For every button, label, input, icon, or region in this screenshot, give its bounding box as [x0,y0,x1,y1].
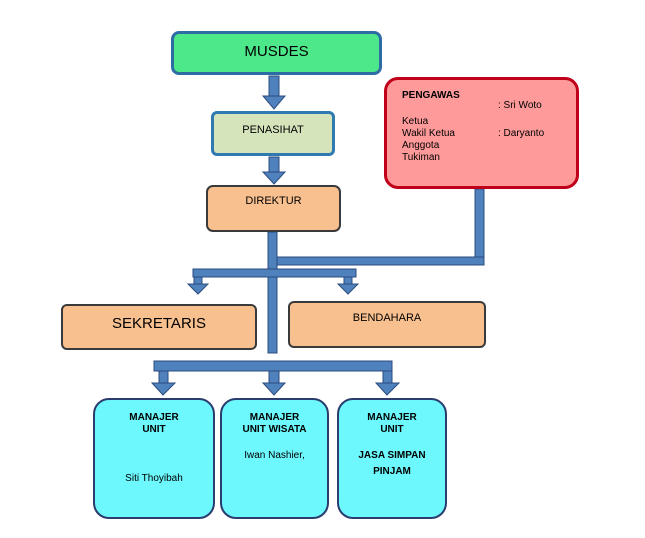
pengawas-title: PENGAWAS [402,90,460,101]
unit-wisata-person: Iwan Nashier, [244,450,305,461]
unit-box: MANAJER UNIT Siti Thoyibah [93,398,215,519]
pengawas-anggota-label: Anggota [402,140,440,151]
penasihat-box: PENASIHAT [211,111,335,156]
pengawas-wakil-label: Wakil Ketua [402,128,455,139]
unit-jasa-title-line2: UNIT [380,424,404,435]
direktur-box: DIREKTUR [206,185,341,232]
pengawas-ketua-label: Ketua [402,116,429,127]
sekretaris-box: SEKRETARIS [61,304,257,350]
sekretaris-label: SEKRETARIS [112,315,206,332]
arrow-penasihat-direktur [261,156,287,185]
pengawas-ketua-name: : Sri Woto [498,100,542,111]
unit-wisata-title-line1: MANAJER [249,412,300,423]
unit-title-line2: UNIT [142,424,166,435]
penasihat-label: PENASIHAT [242,124,304,136]
direktur-label: DIREKTUR [245,195,302,207]
unit-wisata-title-line2: UNIT WISATA [242,424,307,435]
branch-secretary-treasurer [186,268,360,295]
musdes-label: MUSDES [244,43,309,60]
unit-jasa-box: MANAJER UNIT JASA SIMPAN PINJAM [337,398,447,519]
pengawas-anggota-name: Tukiman [402,152,440,163]
unit-jasa-person-line2: PINJAM [373,466,411,477]
direktur-trunk [267,231,278,354]
unit-wisata-box: MANAJER UNIT WISATA Iwan Nashier, [220,398,329,519]
unit-jasa-person-line1: JASA SIMPAN [358,450,426,461]
branch-units [150,360,401,396]
bendahara-label: BENDAHARA [352,312,422,324]
musdes-box: MUSDES [171,31,382,75]
unit-title-line1: MANAJER [129,412,179,423]
arrow-musdes-penasihat [261,75,287,110]
bendahara-box: BENDAHARA [288,301,486,348]
unit-person: Siti Thoyibah [125,473,183,484]
pengawas-wakil-name: : Daryanto [498,128,545,139]
pengawas-box: PENGAWAS : Sri Woto Ketua Wakil Ketua : … [384,77,579,189]
unit-jasa-title-line1: MANAJER [367,412,417,423]
